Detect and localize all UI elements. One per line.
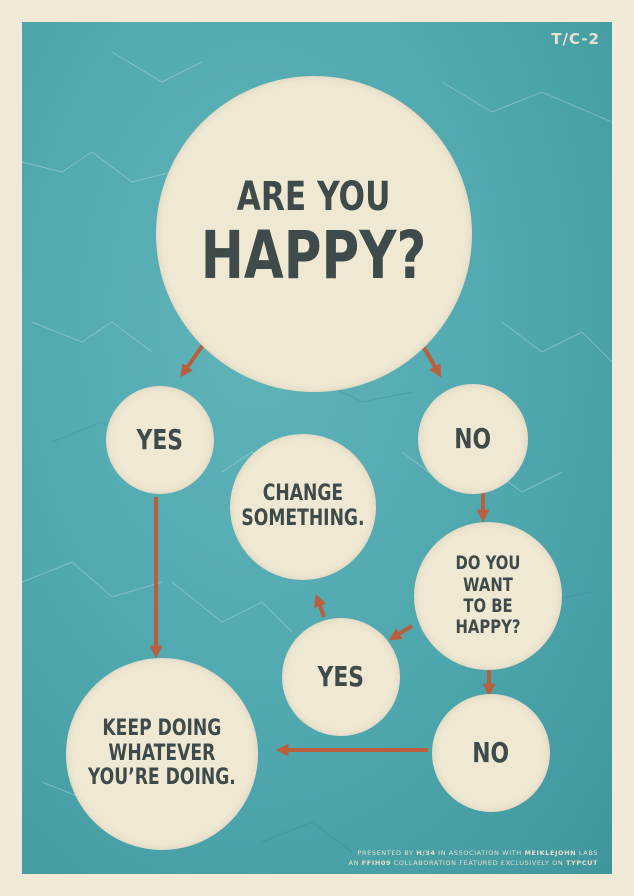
yes-node-1: YES [106, 386, 214, 494]
credits-line-1: PRESENTED BY H/34 IN ASSOCIATION WITH ME… [357, 848, 598, 857]
want-to-be-happy-node: DO YOU WANT TO BE HAPPY? [414, 522, 562, 670]
no-node-1: NO [418, 384, 528, 494]
are-you-happy-node: ARE YOU HAPPY? [156, 76, 472, 392]
credits: PRESENTED BY H/34 IN ASSOCIATION WITH ME… [349, 848, 598, 868]
yes-node-2-label: YES [317, 660, 365, 694]
arrow-want-to-yes2 [388, 624, 414, 641]
no-node-2-label: NO [472, 736, 510, 770]
credits-line-2: AN FFIH09 COLLABORATION FEATURED EXCLUSI… [348, 858, 598, 867]
no-node-1-label: NO [454, 422, 492, 456]
are-you-text: ARE YOU [237, 173, 391, 220]
yes-node-2: YES [282, 618, 400, 736]
keep-line-2: WHATEVER [108, 740, 216, 766]
poster-code: T/C-2 [551, 30, 600, 48]
happy-text: HAPPY? [201, 217, 427, 295]
change-something-node: CHANGE SOMETHING. [230, 434, 376, 580]
arrow-yes2-to-change [314, 593, 327, 618]
something-text: SOMETHING. [241, 506, 365, 531]
teal-panel: T/C-2 ARE YOU HAPPY? [22, 22, 612, 874]
flow-arrows [149, 330, 496, 757]
yes-node-1-label: YES [136, 423, 184, 457]
change-text: CHANGE [262, 481, 344, 507]
no-node-2: NO [432, 694, 550, 812]
keep-doing-node: KEEP DOING WHATEVER YOU’RE DOING. [66, 658, 258, 850]
keep-line-1: KEEP DOING [102, 716, 222, 742]
want-line-2: TO BE HAPPY? [455, 595, 521, 639]
want-line-1: DO YOU WANT [455, 552, 521, 596]
keep-line-3: YOU’RE DOING. [88, 765, 236, 791]
